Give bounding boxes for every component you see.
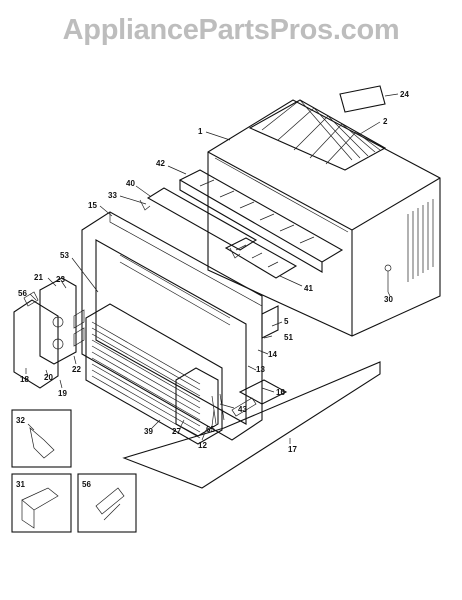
- louver-bracket-top: [178, 169, 344, 273]
- control-panel-assembly: [13, 277, 85, 389]
- part-label-18: 18: [20, 375, 29, 384]
- part-label-22: 22: [72, 365, 81, 374]
- part-label-33: 33: [108, 191, 117, 200]
- part-label-24: 24: [400, 90, 409, 99]
- watermark: AppliancePartsPros.com: [62, 14, 400, 46]
- top-cover-mesh: [248, 99, 387, 171]
- part-label-53: 53: [60, 251, 69, 260]
- detail-box-32: [11, 409, 72, 468]
- part-label-43: 43: [238, 405, 247, 414]
- part-label-21: 21: [34, 273, 43, 282]
- part-label-56-detail: 56: [82, 480, 91, 489]
- part-label-39: 39: [144, 427, 153, 436]
- part-label-20: 20: [44, 373, 53, 382]
- part-label-15: 15: [88, 201, 97, 210]
- part-label-5: 5: [284, 317, 289, 326]
- part-label-16: 16: [276, 388, 285, 397]
- part-label-40: 40: [126, 179, 135, 188]
- front-frame: [81, 211, 263, 441]
- part-label-32: 32: [16, 416, 25, 425]
- detail-box-56: [77, 473, 137, 533]
- label-plate: [339, 85, 386, 113]
- part-label-56-top: 56: [18, 289, 27, 298]
- part-label-1: 1: [198, 127, 203, 136]
- part-label-41: 41: [304, 284, 313, 293]
- part-number-labels: 24 1 2 42 40 33 15 53 21 23 56 41 30 5 5…: [16, 90, 409, 489]
- part-label-14: 14: [268, 350, 277, 359]
- leader-lines: [25, 93, 399, 444]
- base-pan: [122, 361, 381, 489]
- part-label-19: 19: [58, 389, 67, 398]
- part-label-13: 13: [256, 365, 265, 374]
- cabinet-housing: [207, 99, 441, 337]
- detail-box-31: [11, 473, 72, 533]
- part-label-2: 2: [383, 117, 388, 126]
- part-label-23: 23: [56, 275, 65, 284]
- part-label-31: 31: [16, 480, 25, 489]
- part-label-51: 51: [284, 333, 293, 342]
- part-label-12: 12: [198, 441, 207, 450]
- gasket-strips: [139, 187, 258, 259]
- air-filter: [175, 367, 219, 437]
- mounting-screw: [384, 264, 392, 292]
- part-label-42: 42: [156, 159, 165, 168]
- louver-bracket-lower: [224, 237, 298, 279]
- part-label-30: 30: [384, 295, 393, 304]
- part-label-27: 27: [172, 427, 181, 436]
- part-label-17: 17: [288, 445, 297, 454]
- part-label-65: 65: [206, 425, 215, 434]
- front-grille: [85, 303, 223, 445]
